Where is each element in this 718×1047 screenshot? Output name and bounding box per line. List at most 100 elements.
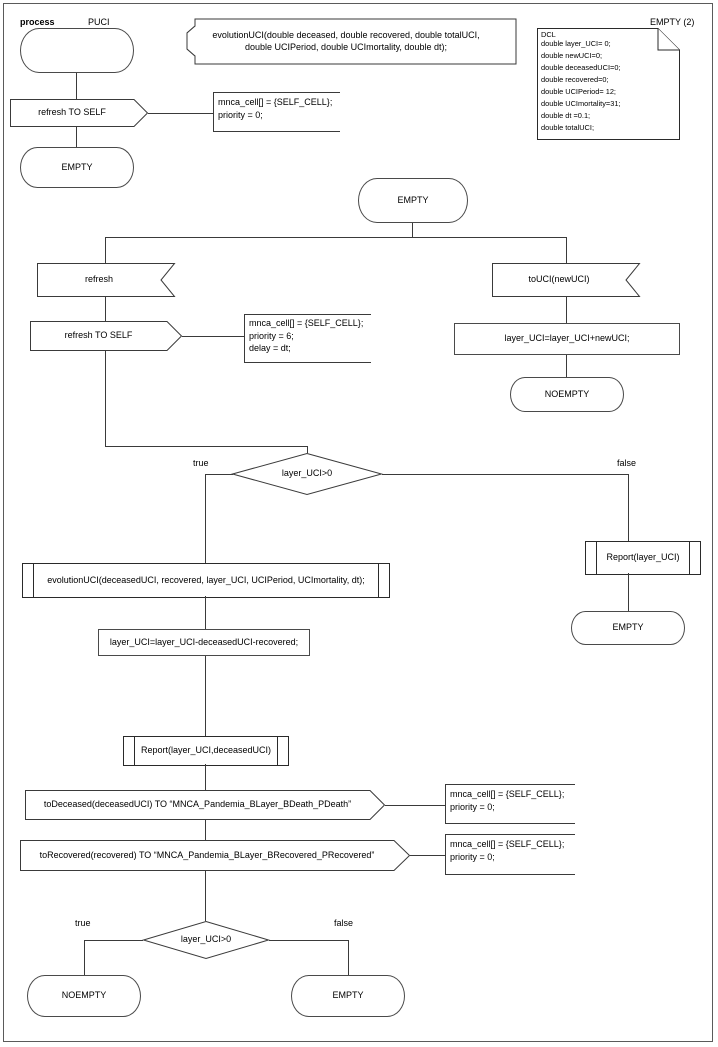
state-noempty-1[interactable]: NOEMPTY bbox=[510, 377, 624, 412]
comment-line-2 bbox=[182, 336, 244, 337]
connector-left-to-decision bbox=[105, 446, 307, 447]
out2-text-wrap: refresh TO SELF bbox=[30, 321, 167, 351]
dcl-line-2: double deceasedUCI=0; bbox=[541, 63, 621, 72]
dcl-line-3: double recovered=0; bbox=[541, 75, 609, 84]
connector-bus-to-toUCI bbox=[566, 237, 567, 263]
connector-deceased-to-recovered bbox=[205, 820, 206, 840]
output-signal-2-outline bbox=[30, 321, 183, 351]
comment-line-3 bbox=[385, 805, 445, 806]
call-report-2[interactable]: Report(layer_UCI,deceasedUCI) bbox=[123, 736, 289, 766]
decision-1-text-wrap: layer_UCI>0 bbox=[232, 453, 382, 495]
state-empty-2-label: EMPTY bbox=[397, 194, 429, 205]
call-report-2-label: Report(layer_UCI,deceasedUCI) bbox=[140, 745, 272, 756]
decision-2-true-line-h bbox=[84, 940, 143, 941]
dcl-outline bbox=[537, 28, 680, 140]
output-refresh-to-self-2[interactable]: refresh TO SELF bbox=[30, 321, 183, 351]
decision-1-true-label: true bbox=[193, 458, 209, 468]
task-layer-sub-label: layer_UCI=layer_UCI-deceasedUCI-recovere… bbox=[109, 636, 299, 647]
output-toDeceased-outline bbox=[25, 790, 386, 820]
call-report-2-bar-left bbox=[134, 737, 135, 765]
out-toDeceased-text-wrap: toDeceased(deceasedUCI) TO “MNCA_Pandemi… bbox=[25, 790, 370, 820]
decision-2-false-line-h bbox=[269, 940, 348, 941]
decision-1-outline bbox=[230, 452, 384, 496]
call-evolution-text-wrap: evolutionUCI(deceasedUCI, recovered, lay… bbox=[23, 564, 389, 597]
input-toUCI-text-wrap: toUCI(newUCI) bbox=[492, 263, 626, 297]
decision-layer-uci-gt-0-2[interactable]: layer_UCI>0 bbox=[141, 920, 271, 960]
connector-report1-to-empty3 bbox=[628, 573, 629, 611]
state-empty-2[interactable]: EMPTY bbox=[358, 178, 468, 223]
state-empty-4[interactable]: EMPTY bbox=[291, 975, 405, 1017]
dcl-line-0: double layer_UCI= 0; bbox=[541, 39, 611, 48]
decision-1-label: layer_UCI>0 bbox=[281, 468, 333, 479]
note1-line1: mnca_cell[] = {SELF_CELL}; bbox=[218, 97, 333, 107]
state-empty-1-label: EMPTY bbox=[61, 161, 93, 172]
dcl-declaration-block: DCL double layer_UCI= 0; double newUCI=0… bbox=[537, 28, 680, 140]
connector-report2-to-outdeceased bbox=[205, 764, 206, 790]
out2-label: refresh TO SELF bbox=[64, 330, 133, 341]
decision-1-false-line-v bbox=[628, 474, 629, 541]
decision-1-true-line-h bbox=[205, 474, 233, 475]
procedure-declaration-text-wrap: evolutionUCI(double deceased, double rec… bbox=[186, 19, 506, 64]
decision-2-false-line-v bbox=[348, 940, 349, 975]
call-report-1-label: Report(layer_UCI) bbox=[606, 552, 680, 563]
note1-line2: priority = 0; bbox=[218, 109, 263, 120]
decision-layer-uci-gt-0-1[interactable]: layer_UCI>0 bbox=[230, 452, 384, 496]
comment-note-2: mnca_cell[] = {SELF_CELL}; priority = 6;… bbox=[244, 314, 371, 363]
connector-out1-to-empty1 bbox=[76, 127, 77, 147]
process-keyword: process bbox=[20, 17, 55, 27]
decision-2-true-label: true bbox=[75, 918, 91, 928]
task-layer-add-label: layer_UCI=layer_UCI+newUCI; bbox=[504, 333, 630, 344]
state-noempty-2-label: NOEMPTY bbox=[61, 990, 107, 1001]
output-signal-outline bbox=[10, 99, 149, 127]
out-toRecovered-label: toRecovered(recovered) TO “MNCA_Pandemia… bbox=[39, 849, 375, 860]
call-evolutionUCI[interactable]: evolutionUCI(deceasedUCI, recovered, lay… bbox=[22, 563, 390, 598]
state-noempty-2[interactable]: NOEMPTY bbox=[27, 975, 141, 1017]
call-report-1-text-wrap: Report(layer_UCI) bbox=[586, 542, 700, 574]
note4-line1: mnca_cell[] = {SELF_CELL}; bbox=[450, 839, 565, 849]
start-state[interactable] bbox=[20, 28, 134, 73]
connector-task-to-noempty1 bbox=[566, 355, 567, 377]
call-report-1-bar-left bbox=[596, 542, 597, 574]
state-empty-4-label: EMPTY bbox=[332, 990, 364, 1001]
output-refresh-to-self-1[interactable]: refresh TO SELF bbox=[10, 99, 149, 127]
comment-note-1: mnca_cell[] = {SELF_CELL}; priority = 0; bbox=[213, 92, 340, 132]
decision-1-false-line-h bbox=[382, 474, 628, 475]
note3-line1: mnca_cell[] = {SELF_CELL}; bbox=[450, 789, 565, 799]
input-toUCI-outline bbox=[492, 263, 641, 297]
call-report-1[interactable]: Report(layer_UCI) bbox=[585, 541, 701, 575]
out-toDeceased-label: toDeceased(deceasedUCI) TO “MNCA_Pandemi… bbox=[43, 799, 352, 810]
output-toDeceased[interactable]: toDeceased(deceasedUCI) TO “MNCA_Pandemi… bbox=[25, 790, 386, 820]
page-border bbox=[3, 3, 713, 1042]
dcl-line-6: double dt =0.1; bbox=[541, 111, 591, 120]
input-refresh[interactable]: refresh bbox=[37, 263, 176, 297]
note4-line2: priority = 0; bbox=[450, 851, 495, 862]
connector-tasksub-to-report2 bbox=[205, 656, 206, 736]
state-empty-3[interactable]: EMPTY bbox=[571, 611, 685, 645]
dcl-line-5: double UCImortality=31; bbox=[541, 99, 621, 108]
call-report-1-bar-right bbox=[689, 542, 690, 574]
input-toUCI[interactable]: toUCI(newUCI) bbox=[492, 263, 641, 297]
task-layer-sub[interactable]: layer_UCI=layer_UCI-deceasedUCI-recovere… bbox=[98, 629, 310, 656]
decision-1-true-line-v bbox=[205, 474, 206, 563]
connector-start-to-out1 bbox=[76, 73, 77, 99]
connector-out2-down bbox=[105, 351, 106, 446]
dcl-title: DCL bbox=[541, 30, 556, 39]
out1-text-wrap: refresh TO SELF bbox=[10, 99, 134, 127]
state-empty-1[interactable]: EMPTY bbox=[20, 147, 134, 188]
decision-2-label: layer_UCI>0 bbox=[180, 934, 232, 945]
state-empty-3-label: EMPTY bbox=[612, 622, 644, 633]
note2-line1: mnca_cell[] = {SELF_CELL}; bbox=[249, 318, 364, 328]
branch-bus-horizontal bbox=[105, 237, 566, 238]
call-evolution-bar-left bbox=[33, 564, 34, 597]
connector-empty2-down bbox=[412, 223, 413, 237]
procdecl-line2: double UCIPeriod, double UCImortality, d… bbox=[245, 41, 447, 52]
input-refresh-text-wrap: refresh bbox=[37, 263, 161, 297]
task-layer-add[interactable]: layer_UCI=layer_UCI+newUCI; bbox=[454, 323, 680, 355]
connector-recovered-to-decision2 bbox=[205, 871, 206, 921]
call-report-2-text-wrap: Report(layer_UCI,deceasedUCI) bbox=[124, 737, 288, 765]
input-refresh-label: refresh bbox=[84, 274, 113, 285]
output-toRecovered-outline bbox=[20, 840, 411, 871]
decision-2-true-line-v bbox=[84, 940, 85, 975]
output-toRecovered[interactable]: toRecovered(recovered) TO “MNCA_Pandemia… bbox=[20, 840, 411, 871]
connector-bus-to-refresh bbox=[105, 237, 106, 263]
